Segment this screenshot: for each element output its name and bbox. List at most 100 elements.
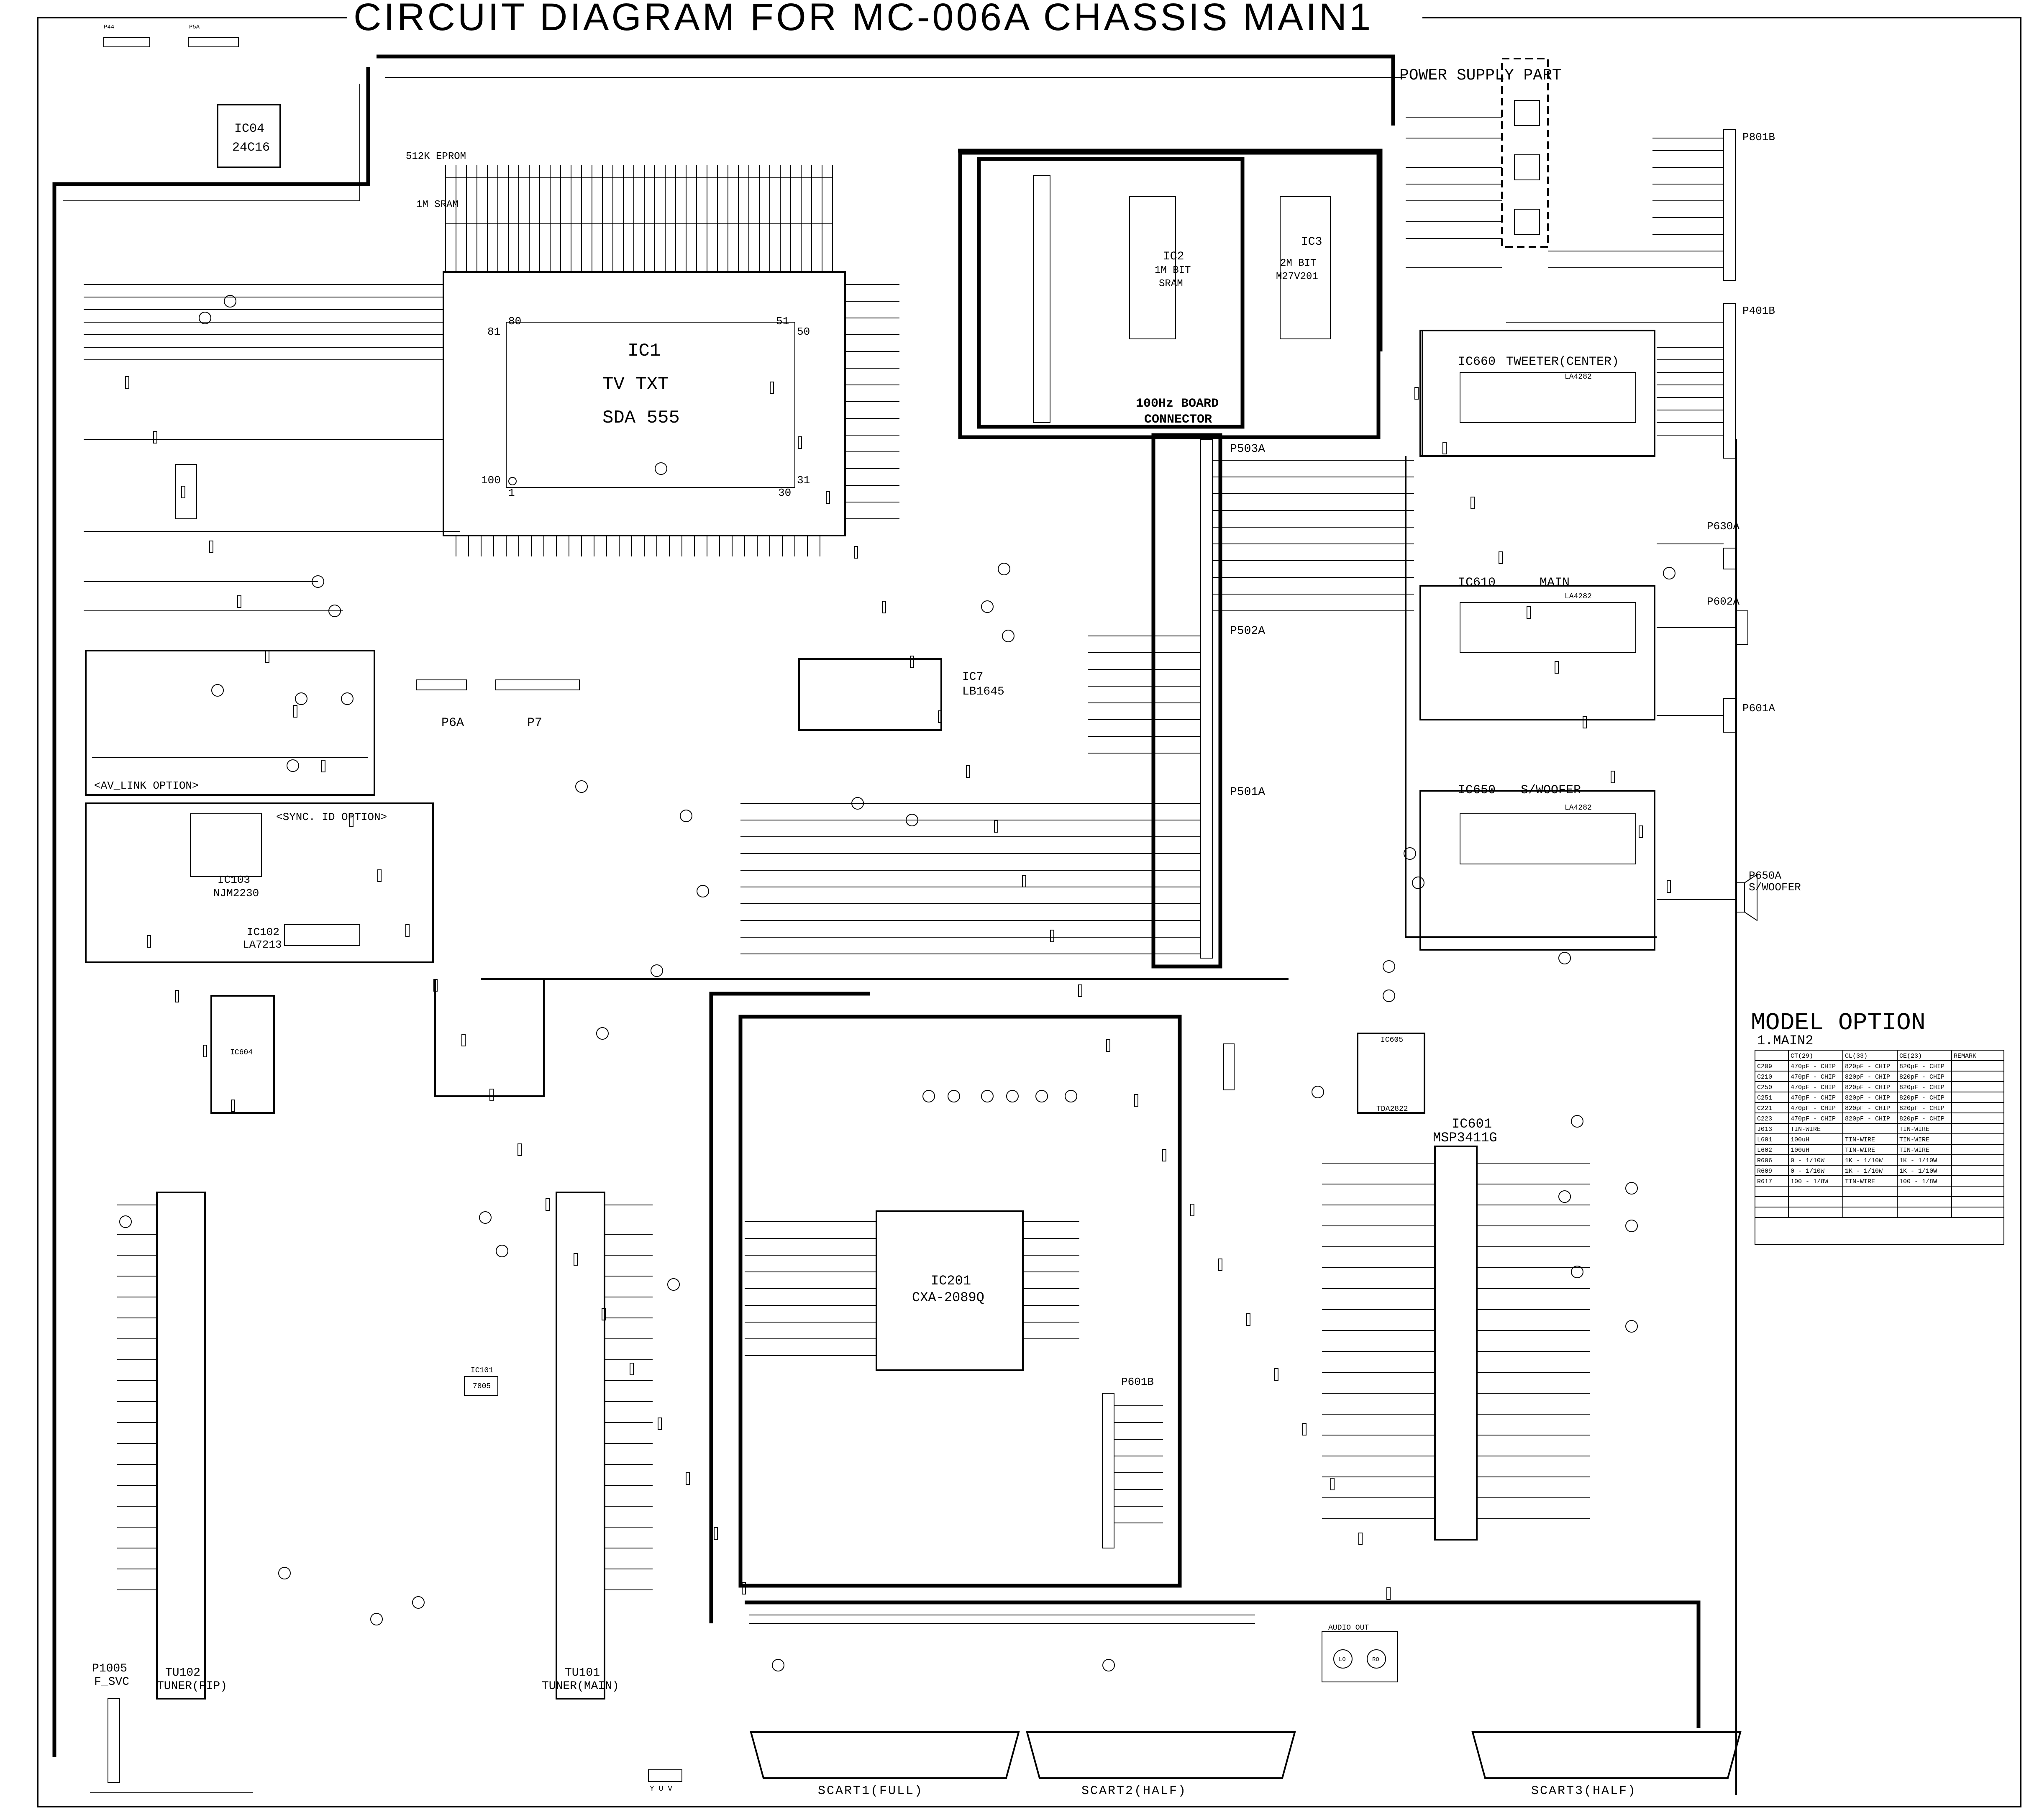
table-cell-text: 820pF - CHIP <box>1845 1115 1890 1123</box>
svg-text:P7: P7 <box>527 716 542 730</box>
connector-p7: P7 <box>495 679 580 730</box>
table-cell-text: CL(33) <box>1845 1053 1868 1060</box>
svg-text:P650A: P650A <box>1749 869 1781 882</box>
transistor-symbol <box>906 814 918 826</box>
svg-text:<SYNC. ID OPTION>: <SYNC. ID OPTION> <box>276 811 387 823</box>
svg-text:NJM2230: NJM2230 <box>213 887 259 900</box>
yuv-connector: Y U V <box>648 1769 682 1793</box>
svg-text:IC3: IC3 <box>1301 236 1322 249</box>
connector-p601a: P601A <box>1723 698 1775 733</box>
transistor-symbol <box>922 1090 935 1102</box>
resistor-symbol <box>1639 825 1643 838</box>
svg-text:LA4282: LA4282 <box>1565 804 1592 812</box>
table-cell <box>1951 1092 2004 1103</box>
svg-text:24C16: 24C16 <box>232 141 270 155</box>
svg-text:IC605: IC605 <box>1381 1036 1403 1044</box>
ic601-sound-processor: IC601 MSP3411G <box>1322 1116 1590 1541</box>
svg-text:SCART2(HALF): SCART2(HALF) <box>1081 1784 1187 1798</box>
transistor-symbol <box>1383 960 1395 973</box>
table-cell-text: 470pF - CHIP <box>1791 1105 1836 1112</box>
transistor-symbol <box>981 600 994 613</box>
svg-text:TUNER(MAIN): TUNER(MAIN) <box>542 1680 619 1693</box>
resistor-symbol <box>1050 930 1054 942</box>
svg-text:P501A: P501A <box>1230 786 1265 799</box>
right-bus-wires <box>1405 331 1737 1795</box>
table-cell <box>1842 1207 1898 1218</box>
resistor-symbol <box>181 486 185 498</box>
board-connector-100hz: 100Hz BOARD CONNECTOR P503A P502A P501A <box>740 397 1414 969</box>
table-cell-text: 470pF - CHIP <box>1791 1084 1836 1091</box>
table-cell <box>1951 1102 2004 1113</box>
transistor-symbol <box>948 1090 960 1102</box>
svg-text:SCART1(FULL): SCART1(FULL) <box>818 1784 923 1798</box>
svg-text:LB1645: LB1645 <box>962 685 1004 698</box>
table-cell <box>1951 1113 2004 1124</box>
resistor-symbol <box>854 546 858 559</box>
table-cell-text: 470pF - CHIP <box>1791 1074 1836 1081</box>
table-cell-text: R606 <box>1757 1157 1772 1164</box>
svg-text:P502A: P502A <box>1230 625 1265 638</box>
table-cell-text: CE(23) <box>1899 1053 1922 1060</box>
table-cell-text: TIN-WIRE <box>1899 1136 1929 1143</box>
svg-text:RO: RO <box>1372 1656 1379 1663</box>
table-cell <box>1951 1081 2004 1092</box>
table-cell <box>1951 1133 2004 1145</box>
resistor-symbol <box>938 710 942 723</box>
svg-text:P602A: P602A <box>1707 595 1740 608</box>
resistor-symbol <box>1442 442 1447 454</box>
table-cell <box>1951 1196 2004 1207</box>
resistor-symbol <box>1386 1587 1391 1600</box>
resistor-symbol <box>1358 1533 1363 1545</box>
svg-text:100: 100 <box>481 474 501 487</box>
resistor-symbol <box>994 820 998 833</box>
svg-text:P44: P44 <box>104 24 114 31</box>
resistor-symbol <box>1190 1204 1194 1216</box>
svg-text:S/WOOFER: S/WOOFER <box>1521 783 1581 797</box>
svg-text:M27V201: M27V201 <box>1276 271 1318 282</box>
svg-text:CONNECTOR: CONNECTOR <box>1144 413 1212 427</box>
table-cell-text: 820pF - CHIP <box>1899 1105 1944 1112</box>
svg-text:P401B: P401B <box>1742 305 1775 317</box>
transistor-symbol <box>680 810 692 822</box>
table-cell <box>1755 1186 1789 1197</box>
svg-text:POWER SUPPLY PART: POWER SUPPLY PART <box>1399 67 1562 85</box>
table-cell <box>1788 1207 1843 1218</box>
resistor-symbol <box>1134 1094 1138 1107</box>
ic660-tweeter-amp: IC660 TWEETER(CENTER) LA4282 <box>1419 330 1655 457</box>
table-cell-text: 820pF - CHIP <box>1899 1074 1944 1081</box>
table-cell-text: 100 - 1/8W <box>1899 1178 1937 1185</box>
svg-text:P503A: P503A <box>1230 443 1265 456</box>
svg-text:P630A: P630A <box>1707 520 1740 533</box>
table-cell-text: 1K - 1/10W <box>1845 1157 1883 1164</box>
resistor-symbol <box>966 765 970 778</box>
connector-p630a: P630A <box>1707 520 1740 569</box>
ic101-regulator: IC101 7805 <box>464 1366 498 1396</box>
svg-text:1M BIT: 1M BIT <box>1155 265 1191 276</box>
transistor-symbol <box>1404 847 1416 860</box>
transistor-symbol <box>312 575 324 588</box>
table-cell-text: 820pF - CHIP <box>1899 1115 1944 1123</box>
scart-2: SCART2(HALF) <box>1026 1731 1296 1798</box>
table-cell-text: R617 <box>1757 1178 1772 1185</box>
table-cell-text: 100 - 1/8W <box>1791 1178 1828 1185</box>
ic650-woofer-amp: IC650 S/WOOFER LA4282 <box>1419 783 1655 951</box>
resistor-symbol <box>1022 875 1026 887</box>
ic7-motor-driver: IC7 LB1645 <box>798 658 1004 731</box>
connector-p44: P44 P5A <box>103 24 239 47</box>
table-cell-text: 820pF - CHIP <box>1845 1095 1890 1102</box>
svg-text:F_SVC: F_SVC <box>94 1676 129 1689</box>
transistor-symbol <box>697 885 709 897</box>
svg-text:SRAM: SRAM <box>1159 278 1183 290</box>
ic1-address-bus <box>445 165 833 272</box>
svg-text:IC650: IC650 <box>1458 783 1496 797</box>
transistor-symbol <box>1035 1090 1048 1102</box>
resistor-symbol <box>1527 606 1531 619</box>
component-marks <box>119 295 1675 1671</box>
table-cell <box>1951 1165 2004 1176</box>
left-signal-wires <box>84 284 460 611</box>
table-cell <box>1951 1071 2004 1082</box>
transistor-symbol <box>575 780 588 793</box>
table-cell <box>1951 1207 2004 1218</box>
svg-text:IC601: IC601 <box>1452 1116 1492 1132</box>
